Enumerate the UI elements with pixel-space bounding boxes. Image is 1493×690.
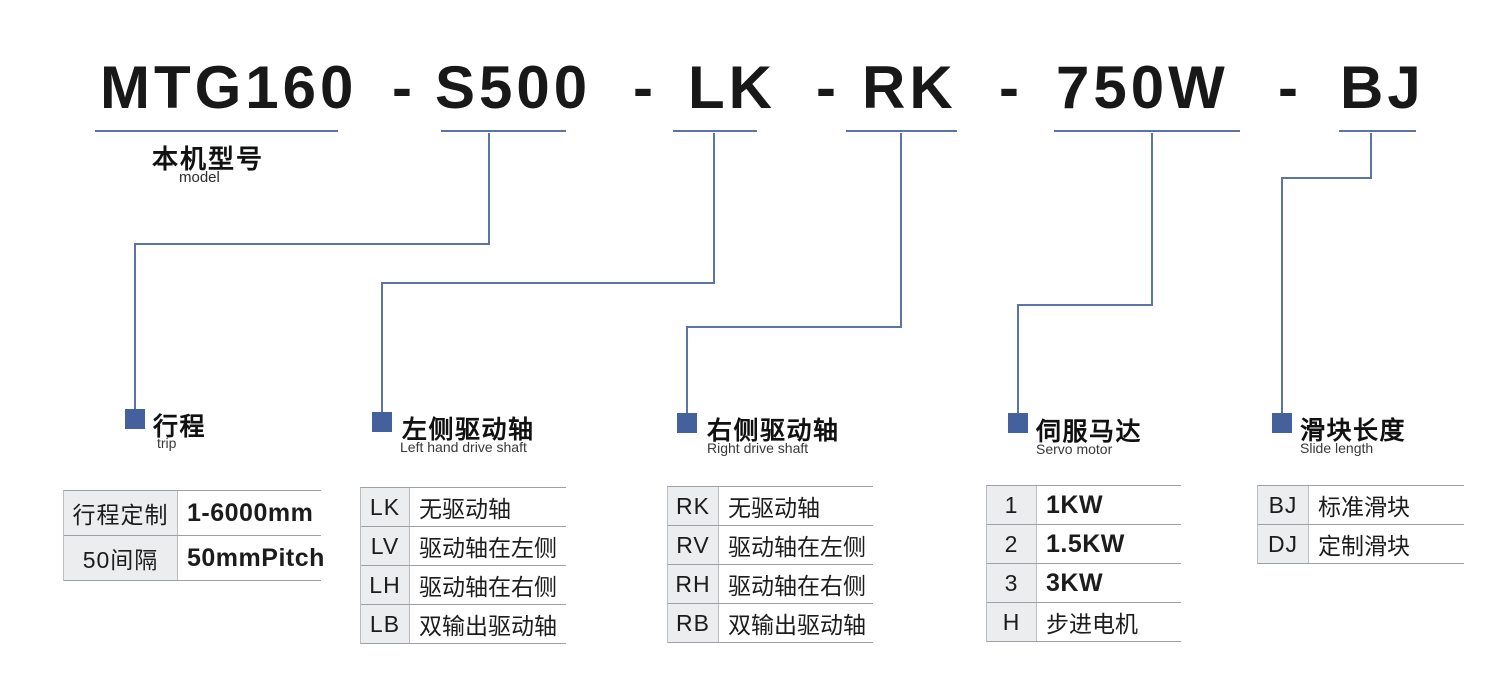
code-cell: 1 (987, 486, 1037, 524)
desc-cell: 双输出驱动轴 (728, 612, 866, 638)
marker-square-servo-motor (1008, 413, 1028, 433)
table-row: 1 1KW (987, 486, 1181, 525)
table-left-shaft: LK 无驱动轴 LV 驱动轴在左侧 LH 驱动轴在右侧 LB 双输出驱动轴 (360, 487, 566, 644)
model-label-en: model (179, 169, 220, 186)
segment-underline-left-shaft (673, 130, 757, 132)
segment-underline-slide (1339, 130, 1416, 132)
desc-cell: 标准滑块 (1318, 494, 1410, 520)
code-cell: LK (361, 488, 410, 526)
model-segment-base: MTG160 (100, 54, 358, 121)
segment-separator: - (1278, 54, 1298, 121)
segment-separator: - (392, 54, 412, 121)
connector-servo-motor (1017, 133, 1153, 413)
code-cell: H (987, 603, 1037, 641)
desc-cell: 驱动轴在左侧 (419, 535, 557, 561)
code-cell: 行程定制 (64, 491, 178, 535)
marker-square-right-shaft (677, 413, 697, 433)
model-segment-trip: S500 (435, 54, 592, 121)
desc-cell: 驱动轴在左侧 (728, 534, 866, 560)
code-cell: RH (668, 565, 719, 603)
desc-cell: 定制滑块 (1318, 533, 1410, 559)
table-row: H 步进电机 (987, 603, 1181, 642)
desc-cell: 驱动轴在右侧 (419, 574, 557, 600)
marker-square-trip (125, 409, 145, 429)
segment-underline-motor (1054, 130, 1240, 132)
section-servo-motor-title: 伺服马达 (1036, 418, 1143, 446)
table-row: 行程定制 1-6000mm (64, 491, 321, 536)
segment-underline-right-shaft (846, 130, 957, 132)
table-row: RK 无驱动轴 (668, 487, 873, 526)
model-segment-right-shaft: RK (862, 54, 957, 121)
section-trip-subtitle: trip (157, 435, 177, 451)
table-row: RB 双输出驱动轴 (668, 604, 873, 643)
table-row: DJ 定制滑块 (1258, 525, 1464, 564)
code-cell: DJ (1258, 525, 1309, 563)
connector-left-drive-shaft (381, 133, 715, 412)
code-cell: BJ (1258, 486, 1309, 524)
code-cell: LH (361, 566, 410, 604)
desc-cell: 1.5KW (1046, 529, 1125, 558)
table-row: LB 双输出驱动轴 (361, 605, 566, 644)
desc-cell: 无驱动轴 (419, 496, 511, 522)
table-row: RH 驱动轴在右侧 (668, 565, 873, 604)
section-slide-length-subtitle: Slide length (1300, 440, 1374, 456)
connector-right-drive-shaft (686, 133, 902, 413)
section-slide-length-title: 滑块长度 (1300, 417, 1407, 445)
code-cell: 2 (987, 525, 1037, 563)
segment-underline-base (95, 130, 338, 132)
desc-cell: 1KW (1046, 490, 1104, 519)
code-cell: LB (361, 605, 410, 643)
connector-trip (134, 133, 490, 409)
desc-cell: 无驱动轴 (728, 495, 820, 521)
table-row: LH 驱动轴在右侧 (361, 566, 566, 605)
connector-slide-length (1281, 133, 1372, 413)
section-servo-motor-subtitle: Servo motor (1036, 441, 1113, 457)
table-servo-motor: 1 1KW 2 1.5KW 3 3KW H 步进电机 (986, 485, 1181, 642)
marker-square-left-shaft (372, 412, 392, 432)
segment-separator: - (633, 54, 653, 121)
table-row: LV 驱动轴在左侧 (361, 527, 566, 566)
desc-cell: 双输出驱动轴 (419, 613, 557, 639)
section-right-shaft-subtitle: Right drive shaft (707, 440, 809, 456)
table-row: BJ 标准滑块 (1258, 486, 1464, 525)
model-segment-left-shaft: LK (688, 54, 776, 121)
model-segment-slide: BJ (1340, 54, 1425, 121)
table-right-shaft: RK 无驱动轴 RV 驱动轴在左侧 RH 驱动轴在右侧 RB 双输出驱动轴 (667, 486, 873, 643)
code-cell: 3 (987, 564, 1037, 602)
section-left-shaft-subtitle: Left hand drive shaft (400, 439, 527, 455)
segment-separator: - (999, 54, 1019, 121)
code-cell: RV (668, 526, 719, 564)
table-row: 50间隔 50mmPitch (64, 536, 324, 581)
segment-underline-trip (441, 130, 566, 132)
desc-cell: 驱动轴在右侧 (728, 573, 866, 599)
model-segment-motor: 750W (1056, 54, 1229, 121)
table-row: LK 无驱动轴 (361, 488, 566, 527)
code-cell: RB (668, 604, 719, 642)
table-slide-length: BJ 标准滑块 DJ 定制滑块 (1257, 485, 1464, 564)
code-cell: LV (361, 527, 410, 565)
model-label-zh: 本机型号 (152, 144, 265, 174)
table-trip: 行程定制 1-6000mm 50间隔 50mmPitch (63, 490, 324, 581)
desc-cell: 3KW (1046, 568, 1104, 597)
code-cell: 50间隔 (64, 536, 178, 580)
desc-cell: 50mmPitch (187, 543, 325, 572)
desc-cell: 步进电机 (1046, 611, 1138, 637)
segment-separator: - (816, 54, 836, 121)
marker-square-slide-length (1272, 413, 1292, 433)
section-left-shaft-title: 左侧驱动轴 (402, 416, 535, 444)
code-cell: RK (668, 487, 719, 525)
table-row: 2 1.5KW (987, 525, 1181, 564)
section-right-shaft-title: 右侧驱动轴 (707, 417, 840, 445)
section-trip-title: 行程 (153, 413, 207, 441)
desc-cell: 1-6000mm (187, 498, 314, 527)
table-row: 3 3KW (987, 564, 1181, 603)
table-row: RV 驱动轴在左侧 (668, 526, 873, 565)
